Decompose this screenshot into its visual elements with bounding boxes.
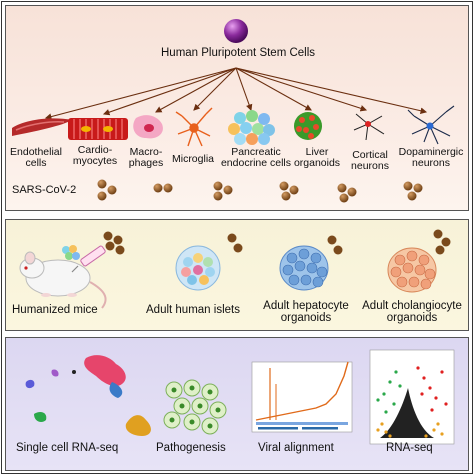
virus-icon	[337, 183, 357, 203]
cell-type-label: Cardio-myocytes	[72, 144, 118, 167]
model-label: Humanized mice	[12, 304, 98, 316]
dopaminergic-neuron-icon	[407, 105, 455, 145]
analysis-label: Pathogenesis	[156, 442, 226, 454]
endothelial-cell-icon	[12, 118, 72, 136]
analysis-label: Single cell RNA-seq	[16, 442, 119, 454]
virus-icon	[213, 181, 233, 201]
hepatocyte-organoid-icon	[279, 245, 329, 291]
adult-islet-icon	[175, 245, 221, 291]
stem-cell-icon	[224, 19, 248, 43]
stem-cell-label: Human Pluripotent Stem Cells	[161, 47, 316, 59]
virus-icon	[97, 179, 117, 201]
cholangiocyte-organoid-icon	[387, 247, 437, 293]
virus-icon	[279, 181, 299, 201]
panel-analyses: Single cell RNA-seq Pathogenesis Viral a…	[5, 337, 469, 471]
islet-cluster-icon	[62, 245, 80, 260]
virus-group-top	[97, 179, 423, 203]
microglia-icon	[175, 107, 213, 147]
virus-group-middle	[103, 229, 451, 255]
macrophage-icon	[133, 115, 163, 139]
syringe-icon	[71, 245, 106, 273]
pathogenesis-cells-icon	[163, 379, 227, 435]
liver-organoid-icon	[294, 112, 322, 140]
adult-models-graphics	[19, 229, 451, 309]
volcano-plot-icon	[369, 349, 455, 445]
cortical-neuron-icon	[353, 113, 385, 141]
analysis-label: Viral alignment	[258, 442, 334, 454]
pancreatic-cell-cluster-icon	[228, 110, 275, 145]
cell-type-label: Macro-phages	[128, 146, 164, 169]
panel-adult-models: Humanized mice Adult human islets Adult …	[5, 219, 469, 331]
differentiation-graphics	[12, 19, 455, 203]
single-cell-umap-icon	[25, 355, 151, 436]
panel-differentiation: Human Pluripotent Stem Cells Endothelial…	[5, 5, 469, 211]
cell-type-label: Microglia	[171, 153, 214, 165]
mouse-icon	[19, 251, 107, 309]
virus-icon	[153, 183, 173, 193]
virus-label: SARS-CoV-2	[12, 184, 77, 196]
viral-alignment-plot-icon	[251, 361, 353, 433]
analysis-label: RNA-seq	[386, 442, 433, 454]
analyses-graphics	[25, 349, 455, 445]
model-label: Adult human islets	[146, 304, 240, 316]
differentiation-arrows	[44, 67, 428, 120]
cardiomyocyte-icon	[68, 118, 128, 140]
virus-icon	[403, 181, 423, 201]
